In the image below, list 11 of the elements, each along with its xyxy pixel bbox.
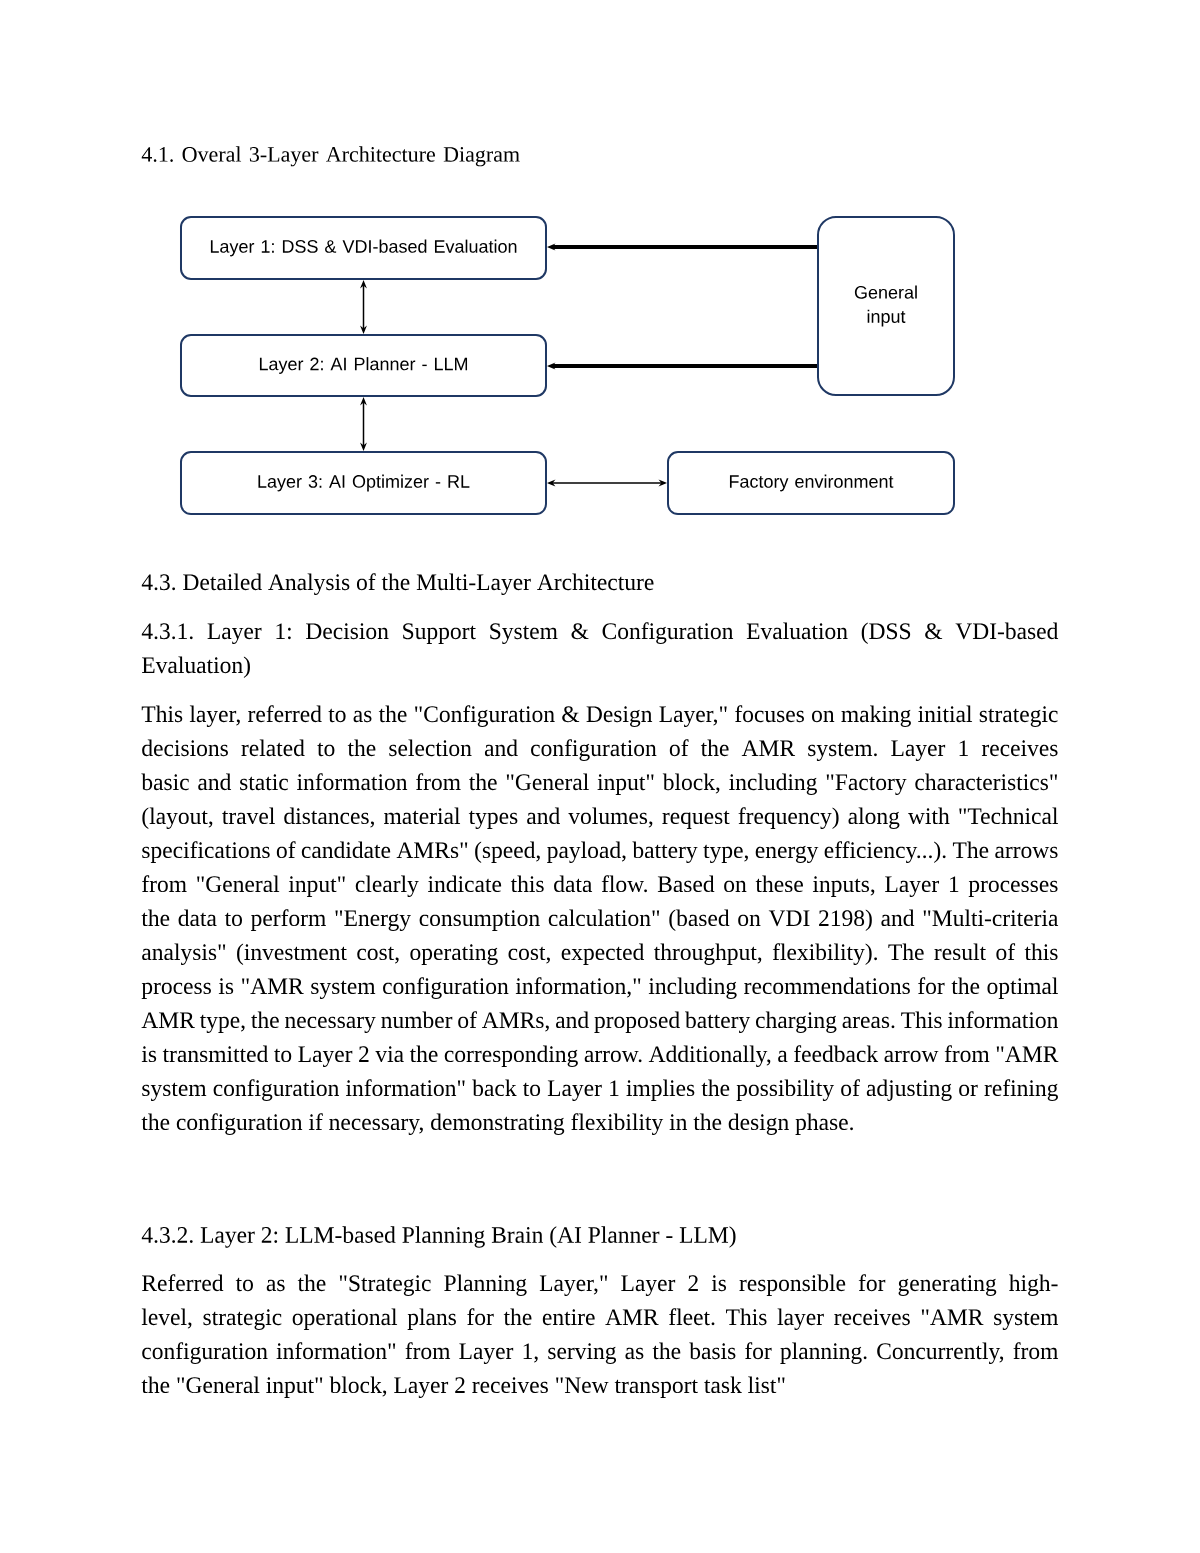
layer-box: Layer 1: DSS & VDI-based Evaluation xyxy=(180,216,547,280)
layer-box: Layer 3: AI Optimizer - RL xyxy=(180,451,547,515)
section-heading: 4.3.2. Layer 2: LLM-based Planning Brain (AI Planner - LLM) xyxy=(141,1226,736,1248)
layer-box: General input xyxy=(817,216,955,396)
layer-box: Factory environment xyxy=(667,451,955,515)
section-heading: 4.3. Detailed Analysis of the Multi-Layer Architecture xyxy=(141,573,654,595)
section-heading: 4.3.1. Layer 1: Decision Support System & Configuration Evaluation (DSS & VDI-based Evaluation) xyxy=(141,622,1059,678)
paragraph: This layer, referred to as the "Configuration & Design Layer," focuses on making initial strategic decisions related to the selection and configuration of the AMR system. Layer 1 receives basic and static information from the "General input" block, including "Factory characteristics" (layout, travel distances, material types and volumes, request frequency) along with "Technical specifications of candidate AMRs" (speed, payload, battery type, energy efficiency...). The arrows from "General input" clearly indicate this data flow. Based on these inputs, Layer 1 processes the data to perform "Energy consumption calculation" (based on VDI 2198) and "Multi-criteria analysis" (investment cost, operating cost, expected throughput, flexibility). The result of this process is "AMR system configuration information," including recommendations for the optimal AMR type, the necessary number of AMRs, and proposed battery charging areas. This information is transmitted to Layer 2 via the corresponding arrow. Additionally, a feedback arrow from "AMR system configuration information" back to Layer 1 implies the possibility of adjusting or refining the configuration if necessary, demonstrating flexibility in the design phase. xyxy=(141,705,1059,1135)
section-heading: 4.1. Overal 3-Layer Architecture Diagram xyxy=(141,146,520,167)
layer-box: Layer 2: AI Planner - LLM xyxy=(180,334,547,397)
paragraph: Referred to as the "Strategic Planning Layer," Layer 2 is responsible for generating high-level, strategic operational plans for the entire AMR fleet. This layer receives "AMR system configuration information" from Layer 1, serving as the basis for planning. Concurrently, from the "General input" block, Layer 2 receives "New transport task list" xyxy=(141,1274,1059,1398)
